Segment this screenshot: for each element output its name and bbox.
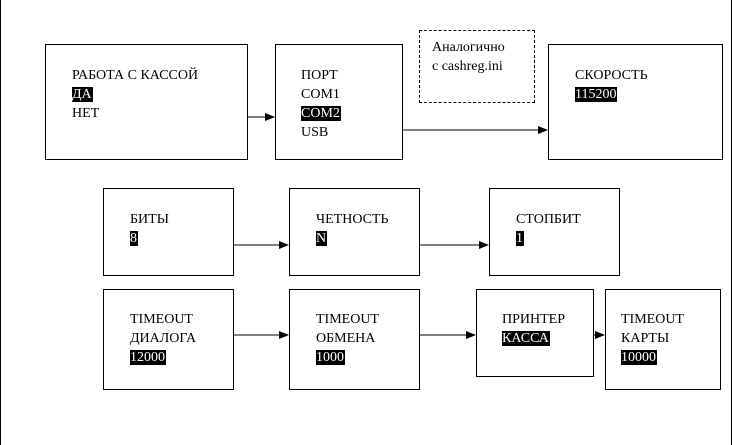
- frame-right-line: [731, 0, 732, 445]
- box-printer[interactable]: ПРИНТЕР КАССА: [476, 289, 594, 377]
- line-text: ЧЕТНОСТЬ: [316, 212, 389, 227]
- box-content: СТОПБИТ 1: [516, 210, 581, 248]
- line-text: 1000: [316, 350, 345, 365]
- line-text: 10000: [621, 350, 657, 365]
- line-text: ОБМЕНА: [316, 331, 376, 346]
- line-text: TIMEOUT: [130, 312, 193, 327]
- line-text: N: [316, 231, 328, 246]
- box-speed[interactable]: СКОРОСТЬ 115200: [548, 44, 723, 160]
- box-bits[interactable]: БИТЫ 8: [103, 188, 234, 276]
- box-content: TIMEOUT ДИАЛОГА 12000: [130, 310, 196, 367]
- frame-left-line: [0, 0, 1, 445]
- line-text: TIMEOUT: [621, 312, 684, 327]
- line-text: 8: [130, 231, 138, 246]
- option-label: СТОПБИТ: [516, 210, 581, 229]
- note-content: Аналогично с cashreg.ini: [432, 38, 505, 76]
- line-text: с cashreg.ini: [432, 59, 503, 74]
- selected-option[interactable]: 115200: [575, 85, 648, 104]
- line-text: COM1: [301, 87, 340, 102]
- option-label[interactable]: с cashreg.ini: [432, 57, 505, 76]
- box-content: РАБОТА С КАССОЙ ДА НЕТ: [72, 66, 198, 123]
- line-text: ПОРТ: [301, 68, 338, 83]
- selected-option[interactable]: N: [316, 229, 389, 248]
- selected-option[interactable]: 10000: [621, 348, 684, 367]
- option-label: ЧЕТНОСТЬ: [316, 210, 389, 229]
- line-text: БИТЫ: [130, 212, 169, 227]
- box-timeout-card[interactable]: TIMEOUT КАРТЫ 10000: [605, 289, 721, 390]
- option-label: ПОРТ: [301, 66, 341, 85]
- box-content: ПРИНТЕР КАССА: [502, 310, 565, 348]
- selected-option[interactable]: COM2: [301, 104, 341, 123]
- option-label: TIMEOUT: [621, 310, 684, 329]
- line-text: ПРИНТЕР: [502, 312, 566, 327]
- note-cashreg-ini: Аналогично с cashreg.ini: [419, 30, 535, 103]
- box-kassa-mode[interactable]: РАБОТА С КАССОЙ ДА НЕТ: [45, 44, 248, 160]
- option-label: БИТЫ: [130, 210, 169, 229]
- selected-option[interactable]: 8: [130, 229, 169, 248]
- selected-option[interactable]: 1: [516, 229, 581, 248]
- box-timeout-exchange[interactable]: TIMEOUT ОБМЕНА 1000: [289, 289, 420, 390]
- option-label: РАБОТА С КАССОЙ: [72, 66, 198, 85]
- box-timeout-dialog[interactable]: TIMEOUT ДИАЛОГА 12000: [103, 289, 234, 390]
- box-parity[interactable]: ЧЕТНОСТЬ N: [289, 188, 420, 276]
- option-label[interactable]: ДИАЛОГА: [130, 329, 196, 348]
- option-label: СКОРОСТЬ: [575, 66, 648, 85]
- option-label[interactable]: ОБМЕНА: [316, 329, 379, 348]
- box-content: TIMEOUT КАРТЫ 10000: [621, 310, 684, 367]
- option-label[interactable]: COM1: [301, 85, 341, 104]
- line-text: USB: [301, 125, 329, 140]
- box-content: БИТЫ 8: [130, 210, 169, 248]
- line-text: СТОПБИТ: [516, 212, 581, 227]
- line-text: Аналогично: [432, 40, 505, 55]
- selected-option[interactable]: 1000: [316, 348, 379, 367]
- option-label: ПРИНТЕР: [502, 310, 565, 329]
- box-content: TIMEOUT ОБМЕНА 1000: [316, 310, 379, 367]
- box-stopbit[interactable]: СТОПБИТ 1: [489, 188, 620, 276]
- option-label[interactable]: USB: [301, 123, 341, 142]
- line-text: СКОРОСТЬ: [575, 68, 648, 83]
- box-content: СКОРОСТЬ 115200: [575, 66, 648, 104]
- selected-option[interactable]: 12000: [130, 348, 196, 367]
- line-text: 115200: [575, 87, 618, 102]
- line-text: ДИАЛОГА: [130, 331, 197, 346]
- line-text: ДА: [72, 87, 93, 102]
- option-label[interactable]: КАРТЫ: [621, 329, 684, 348]
- option-label: TIMEOUT: [130, 310, 196, 329]
- option-label[interactable]: НЕТ: [72, 104, 198, 123]
- line-text: TIMEOUT: [316, 312, 379, 327]
- option-label: Аналогично: [432, 38, 505, 57]
- option-label: TIMEOUT: [316, 310, 379, 329]
- selected-option[interactable]: ДА: [72, 85, 198, 104]
- box-content: ЧЕТНОСТЬ N: [316, 210, 389, 248]
- line-text: КАРТЫ: [621, 331, 670, 346]
- line-text: 12000: [130, 350, 166, 365]
- line-text: НЕТ: [72, 106, 100, 121]
- line-text: КАССА: [502, 331, 550, 346]
- line-text: 1: [516, 231, 524, 246]
- line-text: РАБОТА С КАССОЙ: [72, 68, 199, 83]
- line-text: COM2: [301, 106, 341, 121]
- selected-option[interactable]: КАССА: [502, 329, 565, 348]
